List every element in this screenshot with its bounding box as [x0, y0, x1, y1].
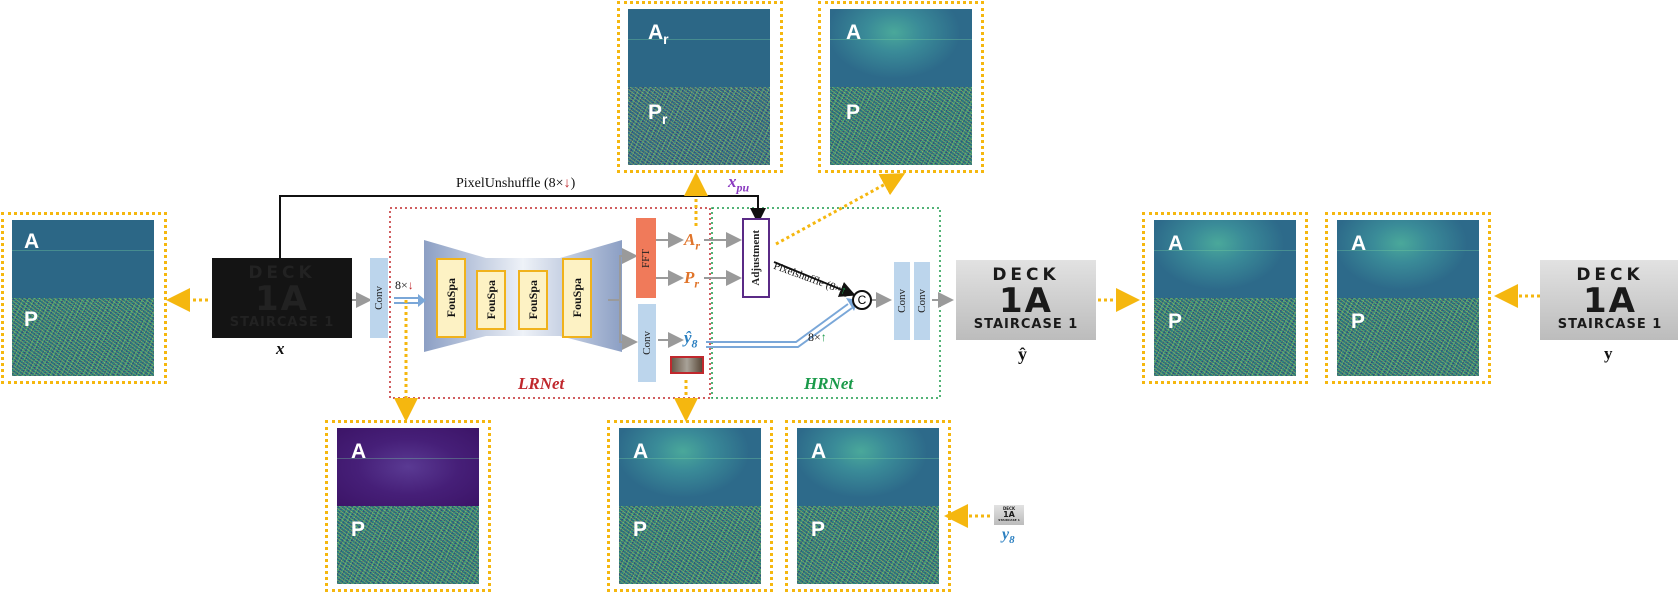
y8-thumbnail	[670, 356, 704, 374]
hrnet-label: HRNet	[804, 374, 854, 393]
phase-label: P	[846, 101, 861, 124]
amp-label: A	[1351, 232, 1367, 255]
arrow-up8-a	[706, 303, 849, 343]
arrow-to-conv2	[619, 300, 638, 350]
phase-label: P	[811, 518, 826, 541]
phase-label: P	[24, 308, 39, 331]
output-label: ŷ	[1018, 344, 1027, 364]
phase-label: P	[351, 518, 366, 541]
target-spectrum-panel	[1325, 212, 1491, 384]
amp-label: A	[811, 440, 827, 463]
concat-node: C	[852, 290, 872, 310]
target-label: y	[1604, 344, 1613, 363]
input-spectrum-image: A P	[12, 220, 154, 376]
lrnet-frame	[389, 207, 711, 399]
target-spectrum-image: A P	[1337, 220, 1479, 376]
hrnet-frame	[711, 207, 941, 399]
input-spectrum-panel	[1, 212, 167, 384]
input-label: x	[276, 339, 285, 358]
small-target-image: DECK 1A STAIRCASE 1	[994, 505, 1024, 525]
phase-label: P	[633, 518, 648, 541]
output-spectrum-panel	[1142, 212, 1308, 384]
down8-spectrum-image: A P	[337, 428, 479, 584]
fouspa-block-2: FouSpa	[476, 270, 506, 330]
recon-spectrum-panel	[617, 1, 783, 173]
amp-r-label: Ar	[648, 21, 669, 48]
phase-r-label: Pr	[648, 101, 668, 128]
fouspa-block-4: FouSpa	[562, 258, 592, 338]
phase-label: P	[1351, 310, 1366, 333]
arrow-to-fft	[619, 248, 638, 300]
amp-label: A	[846, 21, 862, 44]
xpu-label: xpu	[728, 172, 750, 195]
xpu-spectrum-panel	[818, 1, 984, 173]
pixelunshuffle-label: PixelUnshuffle (8×↓)	[456, 176, 576, 191]
down8-label: 8×↓	[395, 278, 414, 292]
amp-label: A	[24, 230, 40, 253]
target-image: DECK 1A STAIRCASE 1	[1540, 260, 1678, 340]
amp-label: A	[351, 440, 367, 463]
pixelunshuffle-path	[279, 195, 766, 258]
ptr-xpu-spectrum	[775, 173, 906, 246]
amp-label: A	[633, 440, 649, 463]
small-target-label: y8	[1002, 526, 1015, 547]
arrow-adj-concat	[773, 261, 856, 297]
lrnet-label: LRNet	[518, 374, 565, 393]
y8-spectrum-image: A P	[797, 428, 939, 584]
y8-spectrum-panel	[785, 420, 951, 592]
fouspa-block-1: FouSpa	[436, 258, 466, 338]
adjustment-block: Adjustment	[742, 218, 770, 298]
y8hat-spectrum-image: A P	[619, 428, 761, 584]
amp-label: A	[1168, 232, 1184, 255]
conv-block-lr: Conv	[638, 304, 656, 382]
ar-label: Ar	[684, 230, 701, 253]
conv-block-input: Conv	[370, 258, 388, 338]
output-image: DECK 1A STAIRCASE 1	[956, 260, 1096, 340]
pr-label: Pr	[684, 268, 700, 291]
y8hat-spectrum-panel	[607, 420, 773, 592]
down8-spectrum-panel	[325, 420, 491, 592]
fft-block: FFT	[636, 218, 656, 298]
output-spectrum-image: A P	[1154, 220, 1296, 376]
up8-label: 8×↑	[808, 330, 827, 344]
conv-block-hr-2: Conv	[914, 262, 930, 340]
y8hat-label: ŷ8	[684, 328, 698, 351]
conv-block-hr-1: Conv	[894, 262, 910, 340]
phase-label: P	[1168, 310, 1183, 333]
fouspa-block-3: FouSpa	[518, 270, 548, 330]
xpu-spectrum-image: A P	[830, 9, 972, 165]
input-image: DECK 1A STAIRCASE 1	[212, 258, 352, 338]
recon-spectrum-image: Ar Pr	[628, 9, 770, 165]
arrow-up8-b	[706, 307, 853, 348]
